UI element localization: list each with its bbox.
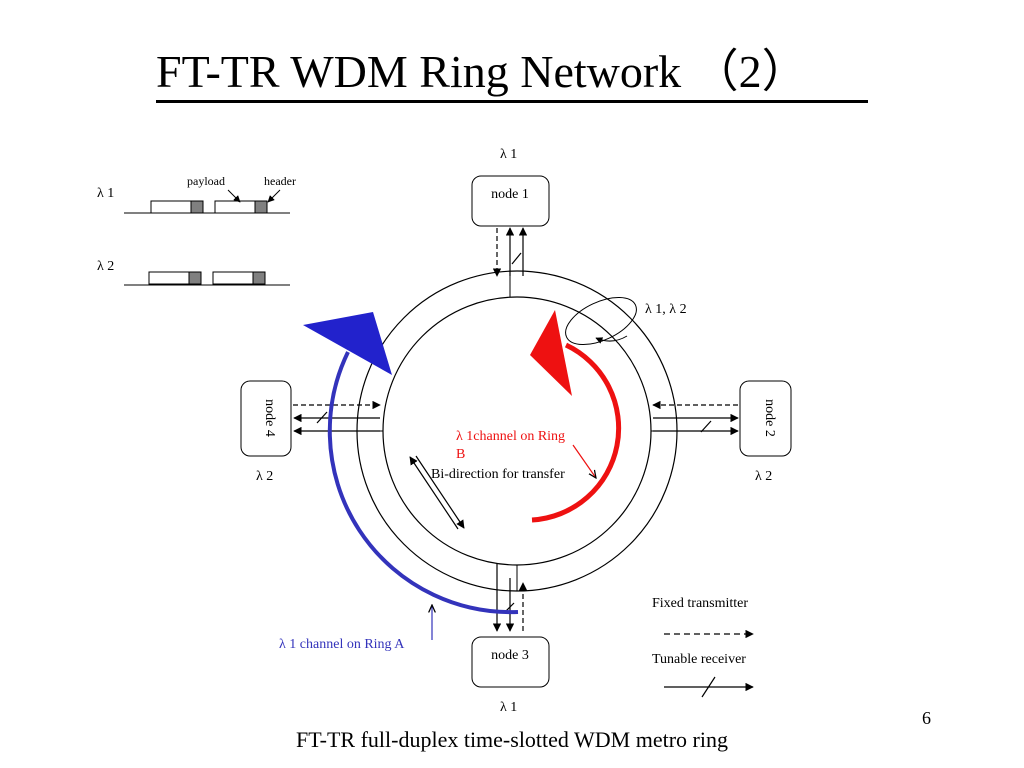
node4-wavelength: λ 2 <box>256 469 273 484</box>
node1-wavelength: λ 1 <box>500 147 517 162</box>
node-3-label: node 3 <box>491 648 529 663</box>
ring-a-arrowhead <box>303 312 392 375</box>
ring-b-label-text: channel on Ring <box>473 429 565 444</box>
lambda2-slot2-payload <box>212 271 254 285</box>
lambda2-slot1-header <box>188 271 202 285</box>
fixed-transmitter-label: Fixed transmitter <box>652 596 748 611</box>
lambda1-slot2-payload <box>214 200 256 214</box>
node2-wavelength: λ 2 <box>755 469 772 484</box>
node1-links <box>492 227 528 277</box>
node-1 <box>471 175 550 227</box>
bidirection-arrow-down <box>415 455 465 529</box>
wavelength-pair-ellipse <box>565 296 637 346</box>
node-3 <box>471 636 550 688</box>
title-underline <box>156 100 868 103</box>
node-2-label: node 2 <box>762 399 777 437</box>
node-1-label: node 1 <box>491 187 529 202</box>
ring-b-channel-arc <box>531 342 622 523</box>
ring-b-label-suffix: B <box>456 447 465 462</box>
slide-title: FT-TR WDM Ring Network （2） <box>156 46 808 97</box>
node4-links <box>293 400 381 436</box>
node-4 <box>240 380 292 457</box>
ring-b-label-pointer <box>572 444 596 478</box>
node3-links <box>492 563 528 632</box>
wavelength-pair-arrow <box>595 335 628 344</box>
lambda2-slot-label: λ 2 <box>97 259 114 274</box>
bidirection-arrow-up <box>409 456 459 530</box>
ring-b-label: λ 1channel on Ring <box>456 429 565 444</box>
lambda2-slot2-header <box>252 271 266 285</box>
slide-caption: FT-TR full-duplex time-slotted WDM metro… <box>295 727 728 752</box>
ring-a-label: λ 1 channel on Ring A <box>279 637 405 652</box>
node3-wavelength: λ 1 <box>500 700 517 715</box>
component-legend: Fixed transmitter Tunable receiver <box>652 596 754 698</box>
lambda1-slot2-header <box>254 200 268 214</box>
ring-b-label-symbol: λ 1 <box>456 429 473 444</box>
header-label: header <box>264 174 296 188</box>
bidirection-label: Bi-direction for transfer <box>431 467 565 482</box>
header-pointer-arrow <box>267 189 281 203</box>
lambda1-slot1-payload <box>150 200 192 214</box>
ring-a-label-text: channel on Ring A <box>296 637 405 652</box>
payload-label: payload <box>187 174 225 188</box>
lambda2-slot1-payload <box>148 271 190 285</box>
tunable-receiver-label: Tunable receiver <box>652 652 746 667</box>
node-2 <box>739 380 792 457</box>
ring-a-channel-arc <box>327 351 519 615</box>
slot-legend: λ 1 λ 2 payload header <box>97 174 296 286</box>
lambda1-slot1-header <box>190 200 204 214</box>
lambda1-slot-label: λ 1 <box>97 186 114 201</box>
ring-a-label-symbol: λ 1 <box>279 637 296 652</box>
node-4-label: node 4 <box>262 399 277 437</box>
node2-links <box>652 400 739 436</box>
page-number: 6 <box>922 708 931 728</box>
ring-b-arrowhead <box>530 310 572 396</box>
tunable-receiver-tick <box>701 676 716 698</box>
payload-pointer-arrow <box>227 189 241 203</box>
wavelength-pair-label: λ 1, λ 2 <box>645 302 687 317</box>
